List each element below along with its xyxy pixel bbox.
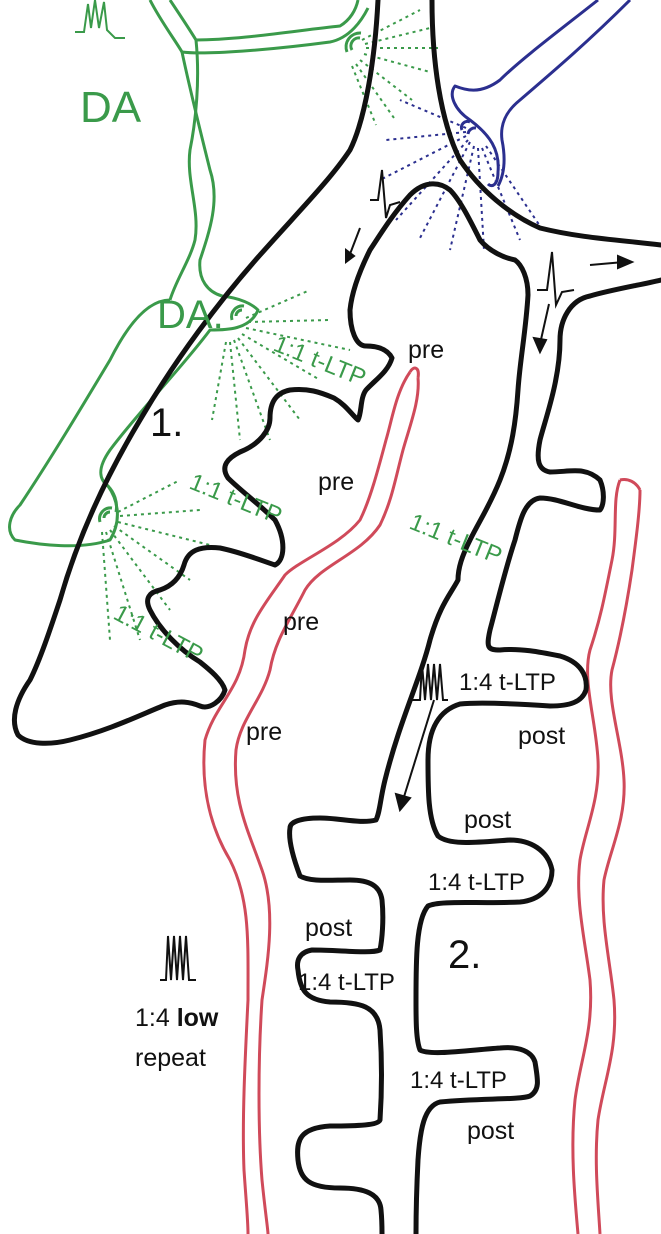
propagation-arrows <box>345 227 635 813</box>
protocol-low: low <box>177 1004 219 1032</box>
da-label-top: DA <box>80 83 142 132</box>
site-2-label: 2. <box>448 933 481 977</box>
da-label-mid: DA. <box>157 293 224 337</box>
site-1-label: 1. <box>150 401 183 445</box>
afferent-fiber <box>450 0 632 188</box>
ltp-1to1-label: 1:1 t-LTP <box>406 509 506 570</box>
post-label: post <box>518 722 565 750</box>
ltp-1to1-label: 1:1 t-LTP <box>109 599 207 668</box>
ltp-1to4-label: 1:4 t-LTP <box>459 669 556 696</box>
dopamine-release-dots <box>101 9 438 641</box>
protocol-ratio: 1:4 <box>135 1004 170 1032</box>
protocol-label: 1:4 low <box>135 1004 219 1032</box>
ltp-1to1-label: 1:1 t-LTP <box>186 469 286 530</box>
pre-label: pre <box>408 336 444 364</box>
post-label: post <box>467 1117 514 1145</box>
presynaptic-axon <box>202 366 642 1234</box>
dopamine-spike-trace <box>75 0 125 39</box>
ltp-1to4-label: 1:4 t-LTP <box>410 1067 507 1094</box>
post-label: post <box>464 806 511 834</box>
afferent-terminal-marks <box>459 119 477 135</box>
ltp-1to4-label: 1:4 t-LTP <box>428 869 525 896</box>
protocol-repeat: repeat <box>135 1044 206 1072</box>
pre-label: pre <box>246 718 282 746</box>
pre-label: pre <box>283 608 319 636</box>
ltp-1to4-label: 1:4 t-LTP <box>298 969 395 996</box>
dopamine-terminal-marks <box>98 31 362 523</box>
dopamine-axon <box>8 0 370 548</box>
action-potential-traces <box>160 169 575 981</box>
post-label: post <box>305 914 352 942</box>
dendrite-outline <box>12 0 661 1234</box>
pre-label: pre <box>318 468 354 496</box>
afferent-release-dots <box>379 99 541 251</box>
